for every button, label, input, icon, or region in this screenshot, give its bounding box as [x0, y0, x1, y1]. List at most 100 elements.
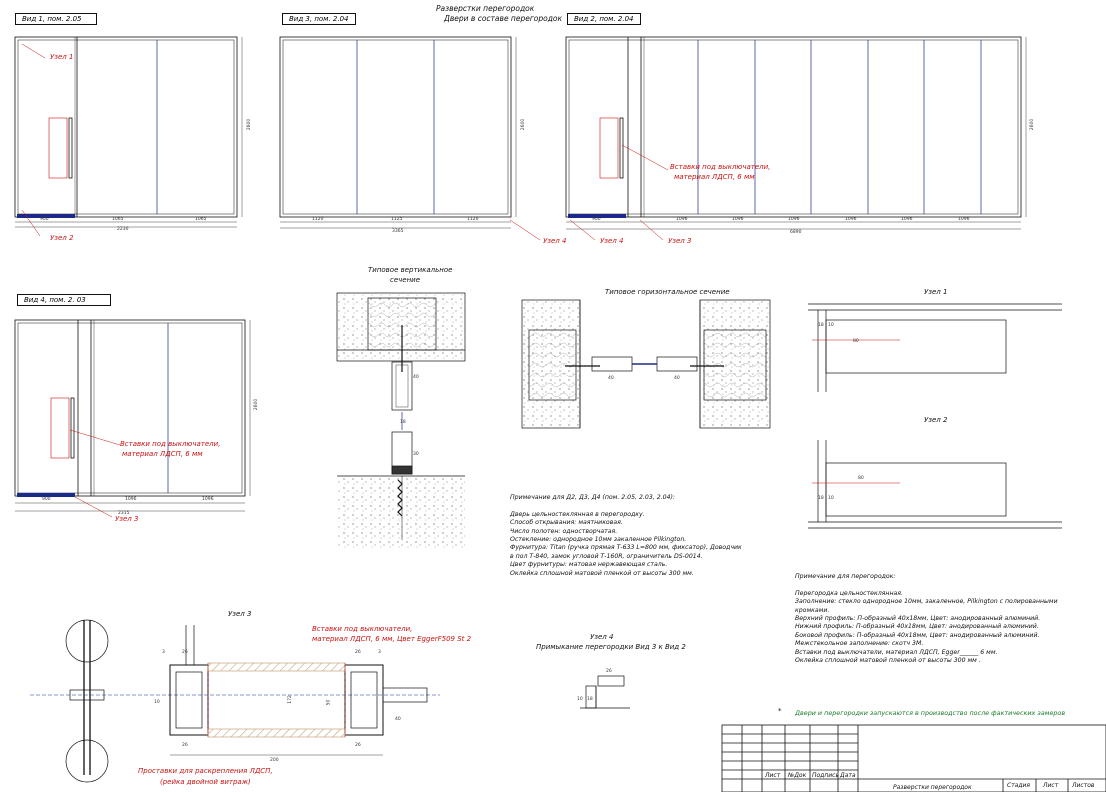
dim-v2-b3: 1096 — [788, 217, 800, 222]
dim-v2-a: 900 — [592, 217, 601, 222]
notes-part-line: Нижний профиль: П-образный 40х18мм, Цвет… — [795, 623, 1039, 631]
dim-v4-b2: 1096 — [202, 497, 214, 502]
notes-doors-line: Фурнитура: Titan (ручка прямая Т-633 L=8… — [510, 544, 742, 552]
dim-n1-10: 10 — [828, 323, 834, 328]
dim-v2-height: 2600 — [1030, 118, 1036, 131]
tb-stage: Стадия — [1007, 782, 1031, 789]
dim-n2-18: 18 — [818, 496, 824, 501]
tb-sheet: Лист — [1043, 782, 1059, 789]
view2-elevation — [565, 36, 1027, 230]
inserts-note-v2-l2: материал ЛДСП, 6 мм — [674, 173, 755, 181]
dim-v3-total: 3365 — [392, 229, 404, 234]
notes-part-line: Оклейка сплошной матовой пленкой от высо… — [795, 656, 981, 664]
dim-v2-b4: 1096 — [845, 217, 857, 222]
view1-label: Вид 1, пом. 2.05 — [15, 13, 97, 25]
dim-hsec-40a: 40 — [608, 376, 614, 381]
dim-v1-total: 2230 — [117, 227, 129, 232]
notes-part-line: Примечание для перегородок: — [795, 573, 896, 580]
notes-part-line: кромками. — [795, 606, 830, 614]
dim-n3-26b: 26 — [355, 650, 361, 655]
node1-detail — [808, 303, 1062, 392]
notes-doors-line: Способ открывания: маятниковая. — [510, 519, 623, 527]
inserts-note-v2-l1: Вставки под выключатели, — [670, 163, 771, 171]
dim-sec-30: 30 — [413, 452, 419, 457]
dim-n3-26d: 26 — [355, 743, 361, 748]
notes-doors-line: Остекление: однородное 10мм закаленное P… — [510, 535, 687, 543]
tb-col-sign: Подпись — [812, 772, 839, 779]
dim-n4-10: 10 — [577, 697, 583, 702]
notes-doors-line: Цвет фурнитуры: матовая нержавеющая стал… — [510, 561, 668, 569]
notes-part-line: Межстекольное заполнение: скотч 3М. — [795, 640, 924, 648]
view4-label: Вид 4, пом. 2. 03 — [17, 294, 111, 306]
notes-partitions: Примечание для перегородок: Перегородка … — [795, 573, 1058, 665]
dim-n3-172: 172 — [287, 695, 293, 704]
dim-n3-200: 200 — [270, 758, 279, 763]
footnote-text: Двери и перегородки запускаются в произв… — [795, 709, 1066, 717]
dim-v2-b6: 1096 — [958, 217, 970, 222]
notes-part-line: Перегородка цельностеклянная. — [795, 589, 903, 597]
view1-elevation — [14, 36, 243, 228]
callout-node4-b: Узел 4 — [600, 237, 624, 245]
horizontal-section-title: Типовое горизонтальное сечение — [605, 288, 730, 296]
dim-sec-40a: 40 — [413, 375, 419, 380]
notes-doors-line: Число полотен: одностворчатая. — [510, 527, 618, 535]
sheet-subtitle: Двери в составе перегородок — [444, 14, 563, 23]
dim-v2-total: 6890 — [790, 230, 802, 235]
callout-node3-a: Узел 3 — [668, 237, 692, 245]
node2-detail — [808, 440, 1062, 529]
dim-n2-10: 10 — [828, 496, 834, 501]
dim-v3-height: 2600 — [521, 118, 527, 131]
dim-n4-26: 26 — [606, 669, 612, 674]
notes-doors: Примечание для Д2, Д3, Д4 (пом. 2.05, 2.… — [510, 494, 742, 578]
node1-title: Узел 1 — [924, 288, 948, 296]
inserts-note-v4-l2: материал ЛДСП, 6 мм — [122, 450, 203, 458]
node4-title: Узел 4 — [590, 633, 614, 641]
notes-part-line: Верхний профиль: П-образный 40х18мм, Цве… — [795, 614, 1041, 622]
title-block — [721, 724, 1106, 792]
node3-detail — [30, 619, 440, 783]
dim-n3-50: 50 — [326, 699, 332, 706]
tb-col-date: Дата — [840, 772, 856, 779]
notes-doors-line: Дверь цельностеклянная в перегородку. — [510, 510, 645, 518]
notes-part-line: Заполнение: стекло однородное 10мм, зака… — [795, 598, 1058, 606]
dim-v3-b: 1125 — [391, 217, 403, 222]
dim-v4-total: 2315 — [118, 511, 130, 516]
vertical-section-title-l2: сечение — [390, 276, 421, 284]
notes-doors-line: Примечание для Д2, Д3, Д4 (пом. 2.05, 2.… — [510, 494, 675, 501]
callout-node2: Узел 2 — [50, 234, 74, 242]
view3-label: Вид 3, пом. 2.04 — [282, 13, 356, 25]
callout-node3-b: Узел 3 — [115, 515, 139, 523]
notes-doors-line — [510, 502, 742, 510]
dim-v1-a: 900 — [40, 217, 49, 222]
notes-part-line: Боковой профиль: П-образный 40х18мм, Цве… — [795, 631, 1040, 639]
dim-v2-b2: 1096 — [732, 217, 744, 222]
tb-sheets: Листов — [1072, 782, 1095, 789]
dim-v2-b5: 1096 — [901, 217, 913, 222]
dim-n3-10: 10 — [154, 700, 160, 705]
dim-n1-80: 80 — [853, 339, 859, 344]
view4-elevation — [14, 319, 251, 512]
callout-node4-a: Узел 4 — [543, 237, 567, 245]
dim-n3-3a: 3 — [162, 650, 165, 655]
tb-name: Разверстки перегородок — [893, 784, 972, 791]
horizontal-section — [521, 299, 771, 429]
sheet-title: Разверстки перегородок — [436, 4, 535, 13]
node2-title: Узел 2 — [924, 416, 948, 424]
dim-n3-26c: 26 — [182, 743, 188, 748]
dim-v4-b1: 1096 — [125, 497, 137, 502]
dim-n1-18: 18 — [818, 323, 824, 328]
node3-spacer-l1: Проставки для раскрепления ЛДСП, — [138, 767, 273, 775]
view3-elevation — [279, 36, 517, 229]
dim-v3-c: 1120 — [467, 217, 479, 222]
dim-sec-18: 18 — [400, 420, 406, 425]
callout-node1: Узел 1 — [50, 53, 74, 61]
vertical-section — [336, 292, 466, 548]
node3-insert-l1: Вставки под выключатели, — [312, 625, 413, 633]
view2-label: Вид 2, пом. 2.04 — [567, 13, 641, 25]
vertical-section-title-l1: Типовое вертикальное — [368, 266, 453, 274]
notes-doors-line: в пол Т-840, замок угловой Т-160R, огран… — [510, 552, 703, 560]
dim-v1-height: 2600 — [247, 118, 253, 131]
dim-v4-a: 900 — [42, 497, 51, 502]
